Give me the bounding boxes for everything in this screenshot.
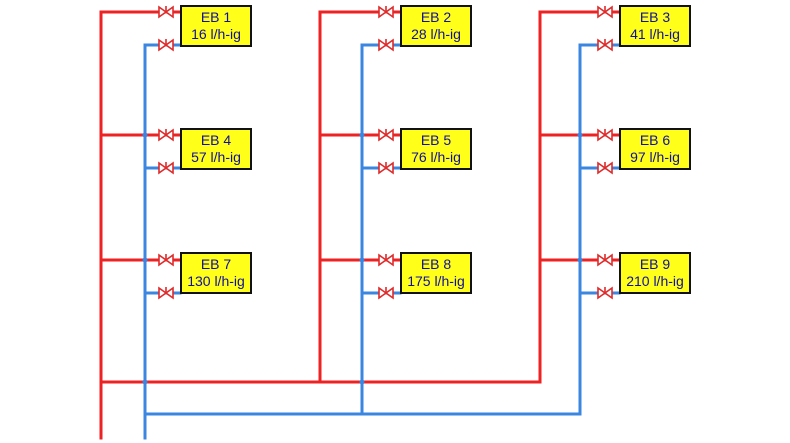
valve-icon — [158, 38, 174, 52]
valve-icon — [597, 161, 613, 175]
crossing-joint — [577, 257, 583, 263]
valve-icon — [158, 253, 174, 267]
unit-box-eb8: EB 8 175 l/h-ig — [400, 252, 472, 294]
unit-id: EB 1 — [200, 9, 232, 25]
unit-box-eb6: EB 6 97 l/h-ig — [619, 128, 691, 170]
unit-flow: 41 l/h-ig — [630, 26, 680, 42]
crossing-joint — [142, 379, 148, 385]
crossing-joint — [359, 132, 365, 138]
unit-flow: 175 l/h-ig — [407, 273, 465, 289]
unit-id: EB 8 — [420, 256, 452, 272]
valve-icon — [378, 161, 394, 175]
valve-icon — [597, 253, 613, 267]
unit-box-eb1: EB 1 16 l/h-ig — [180, 5, 252, 47]
valve-icon — [378, 128, 394, 142]
unit-box-eb9: EB 9 210 l/h-ig — [619, 252, 691, 294]
valve-icon — [158, 161, 174, 175]
unit-flow: 76 l/h-ig — [411, 149, 461, 165]
unit-id: EB 7 — [200, 256, 232, 272]
crossing-joint — [142, 132, 148, 138]
valve-icon — [378, 286, 394, 300]
unit-box-eb7: EB 7 130 l/h-ig — [180, 252, 252, 294]
crossing-joint — [359, 257, 365, 263]
unit-box-eb4: EB 4 57 l/h-ig — [180, 128, 252, 170]
unit-box-eb2: EB 2 28 l/h-ig — [400, 5, 472, 47]
valve-icon — [597, 5, 613, 19]
crossing-joints — [142, 132, 583, 385]
unit-flow: 57 l/h-ig — [191, 149, 241, 165]
unit-id: EB 2 — [420, 9, 452, 25]
valve-icon — [158, 5, 174, 19]
unit-flow: 28 l/h-ig — [411, 26, 461, 42]
valve-icon — [597, 38, 613, 52]
valve-icon — [158, 286, 174, 300]
valve-icon — [378, 5, 394, 19]
valves — [158, 5, 613, 300]
unit-box-eb3: EB 3 41 l/h-ig — [619, 5, 691, 47]
unit-id: EB 3 — [639, 9, 671, 25]
unit-id: EB 6 — [639, 132, 671, 148]
valve-icon — [378, 253, 394, 267]
unit-id: EB 4 — [200, 132, 232, 148]
valve-icon — [597, 286, 613, 300]
unit-id: EB 5 — [420, 132, 452, 148]
crossing-joint — [359, 379, 365, 385]
unit-flow: 210 l/h-ig — [626, 273, 684, 289]
unit-flow: 97 l/h-ig — [630, 149, 680, 165]
unit-flow: 16 l/h-ig — [191, 26, 241, 42]
crossing-joint — [142, 257, 148, 263]
valve-icon — [158, 128, 174, 142]
valve-icon — [378, 38, 394, 52]
unit-box-eb5: EB 5 76 l/h-ig — [400, 128, 472, 170]
unit-flow: 130 l/h-ig — [187, 273, 245, 289]
crossing-joint — [577, 132, 583, 138]
return-pipes — [143, 43, 621, 440]
supply-pipes — [99, 10, 621, 440]
unit-id: EB 9 — [639, 256, 671, 272]
valve-icon — [597, 128, 613, 142]
